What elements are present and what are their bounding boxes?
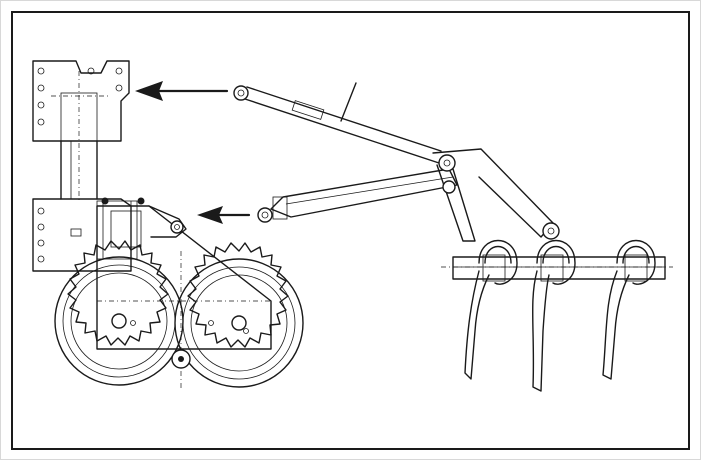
packer-roller-front [54, 240, 184, 386]
hydraulic-cylinder [257, 168, 458, 223]
top-link [233, 82, 442, 164]
figure-border [11, 11, 690, 450]
arrow-top-link [135, 81, 229, 101]
tine-beam [432, 148, 673, 282]
arrow-cylinder [197, 206, 251, 224]
spring-tines [464, 239, 656, 392]
packer-roller-rear [171, 242, 304, 388]
headstock-frame [32, 60, 138, 272]
